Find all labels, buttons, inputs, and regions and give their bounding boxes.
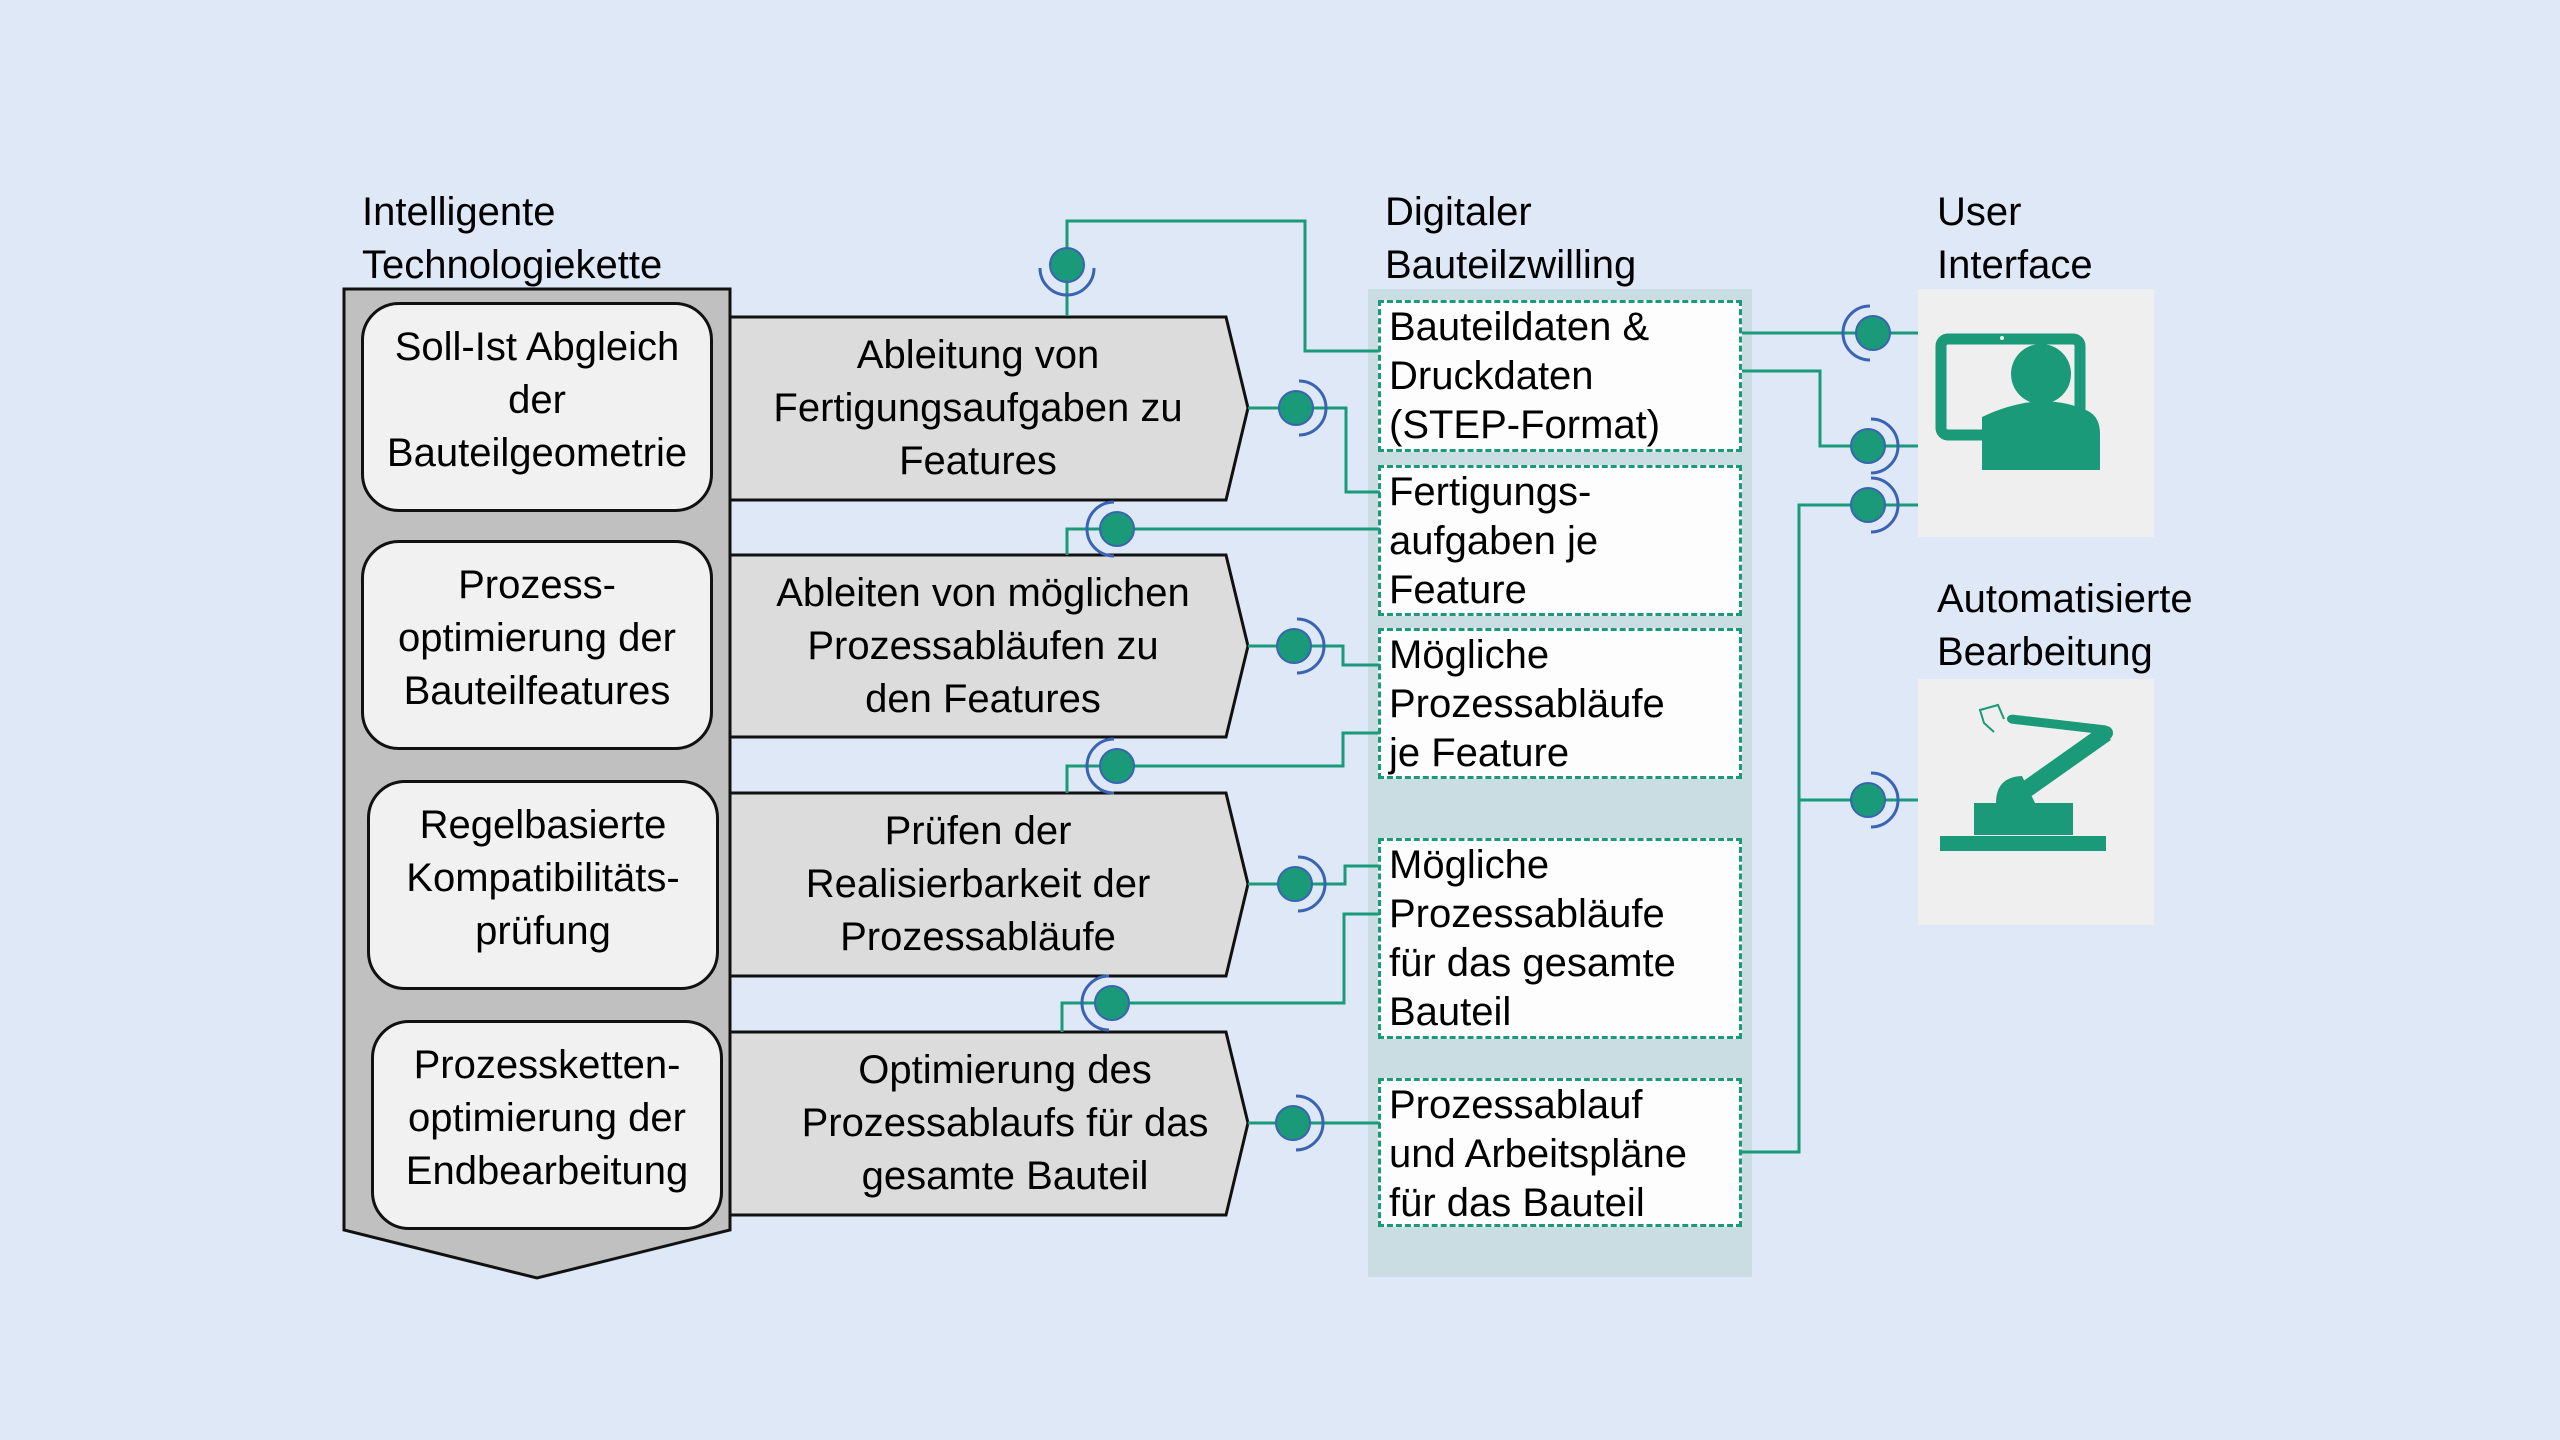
chain-item-process-chain-optimization: Prozessketten- optimierung der Endbearbe… bbox=[371, 1020, 723, 1230]
chain-item-target-actual-comparison: Soll-Ist Abgleich der Bauteilgeometrie bbox=[361, 302, 713, 512]
step-label-3: Prüfen der Realisierbarkeit der Prozessa… bbox=[805, 809, 1151, 959]
twin-item-process-sequences-whole-part: Mögliche Prozessabläufe für das gesamte … bbox=[1378, 838, 1742, 1039]
twin-item-process-plan: Prozessablauf und Arbeitspläne für das B… bbox=[1378, 1078, 1742, 1227]
user-at-monitor-icon bbox=[1935, 333, 2100, 470]
chain-item-compatibility-check: Regelbasierte Kompatibilitäts- prüfung bbox=[367, 780, 719, 990]
twin-item-part-data: Bauteildaten & Druckdaten (STEP-Format) bbox=[1378, 300, 1742, 452]
technology-chain-title: Intelligente Technologiekette bbox=[362, 190, 663, 287]
step-label-2: Ableiten von möglichen Prozessabläufen z… bbox=[776, 570, 1190, 721]
digital-twin-title: Digitaler Bauteilzwilling bbox=[1385, 190, 1637, 287]
step-label-1: Ableitung von Fertigungsaufgaben zu Feat… bbox=[773, 333, 1183, 483]
robot-arm-icon bbox=[1940, 703, 2113, 851]
user-interface-title: User Interface bbox=[1937, 190, 2093, 287]
twin-item-process-sequences-per-feature: Mögliche Prozessabläufe je Feature bbox=[1378, 628, 1742, 779]
automation-title: Automatisierte Bearbeitung bbox=[1937, 577, 2193, 674]
user-interface-panel bbox=[1918, 289, 2154, 537]
automation-panel bbox=[1918, 679, 2154, 925]
twin-item-manufacturing-tasks: Fertigungs- aufgaben je Feature bbox=[1378, 465, 1742, 616]
step-label-4: Optimierung des Prozessablaufs für das g… bbox=[801, 1048, 1209, 1198]
step-chevron-4 bbox=[728, 1030, 1250, 1217]
step-chevron-2 bbox=[728, 553, 1250, 739]
chain-item-feature-optimization: Prozess- optimierung der Bauteilfeatures bbox=[361, 540, 713, 750]
